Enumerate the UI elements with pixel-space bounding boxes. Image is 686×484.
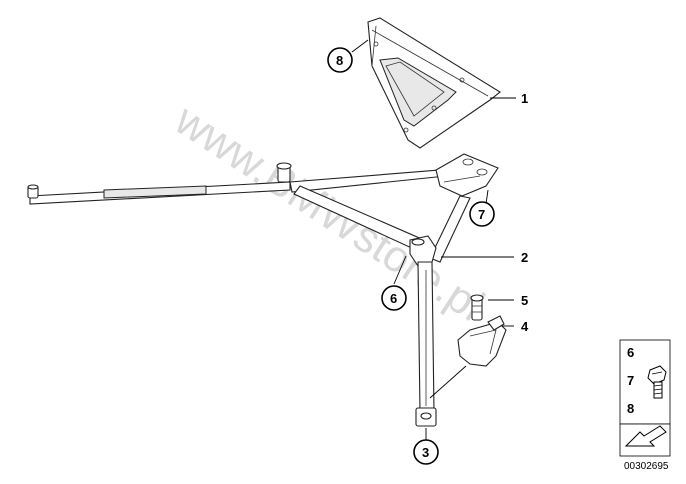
- callout-5: 5: [521, 293, 528, 308]
- callout-6-circle: 6: [381, 285, 407, 311]
- part-5-bolt[interactable]: [470, 294, 484, 321]
- bolt-icon: [647, 365, 667, 399]
- callout-1: 1: [521, 91, 528, 106]
- arrow-icon: [624, 425, 667, 447]
- leader-lines: [351, 39, 516, 440]
- callout-6: 6: [390, 291, 397, 306]
- callout-8-circle: 8: [327, 47, 353, 73]
- direction-arrow-box: [619, 423, 671, 457]
- callout-8: 8: [336, 53, 343, 68]
- callout-3: 3: [422, 445, 429, 460]
- legend-item-7: 7: [627, 373, 634, 388]
- callout-3-circle: 3: [413, 439, 439, 465]
- legend-item-6: 6: [627, 345, 634, 360]
- callout-4: 4: [521, 319, 529, 334]
- hardware-legend: 6 7 8: [619, 339, 671, 425]
- callout-7-circle: 7: [469, 201, 495, 227]
- part-1-bracket[interactable]: [367, 17, 501, 149]
- callout-2: 2: [521, 250, 528, 265]
- callout-7: 7: [478, 207, 485, 222]
- legend-item-8: 8: [627, 401, 634, 416]
- diagram-code: 00302695: [624, 461, 669, 472]
- part-4-clip[interactable]: [457, 315, 507, 367]
- part-2-strut-brace[interactable]: [27, 153, 499, 427]
